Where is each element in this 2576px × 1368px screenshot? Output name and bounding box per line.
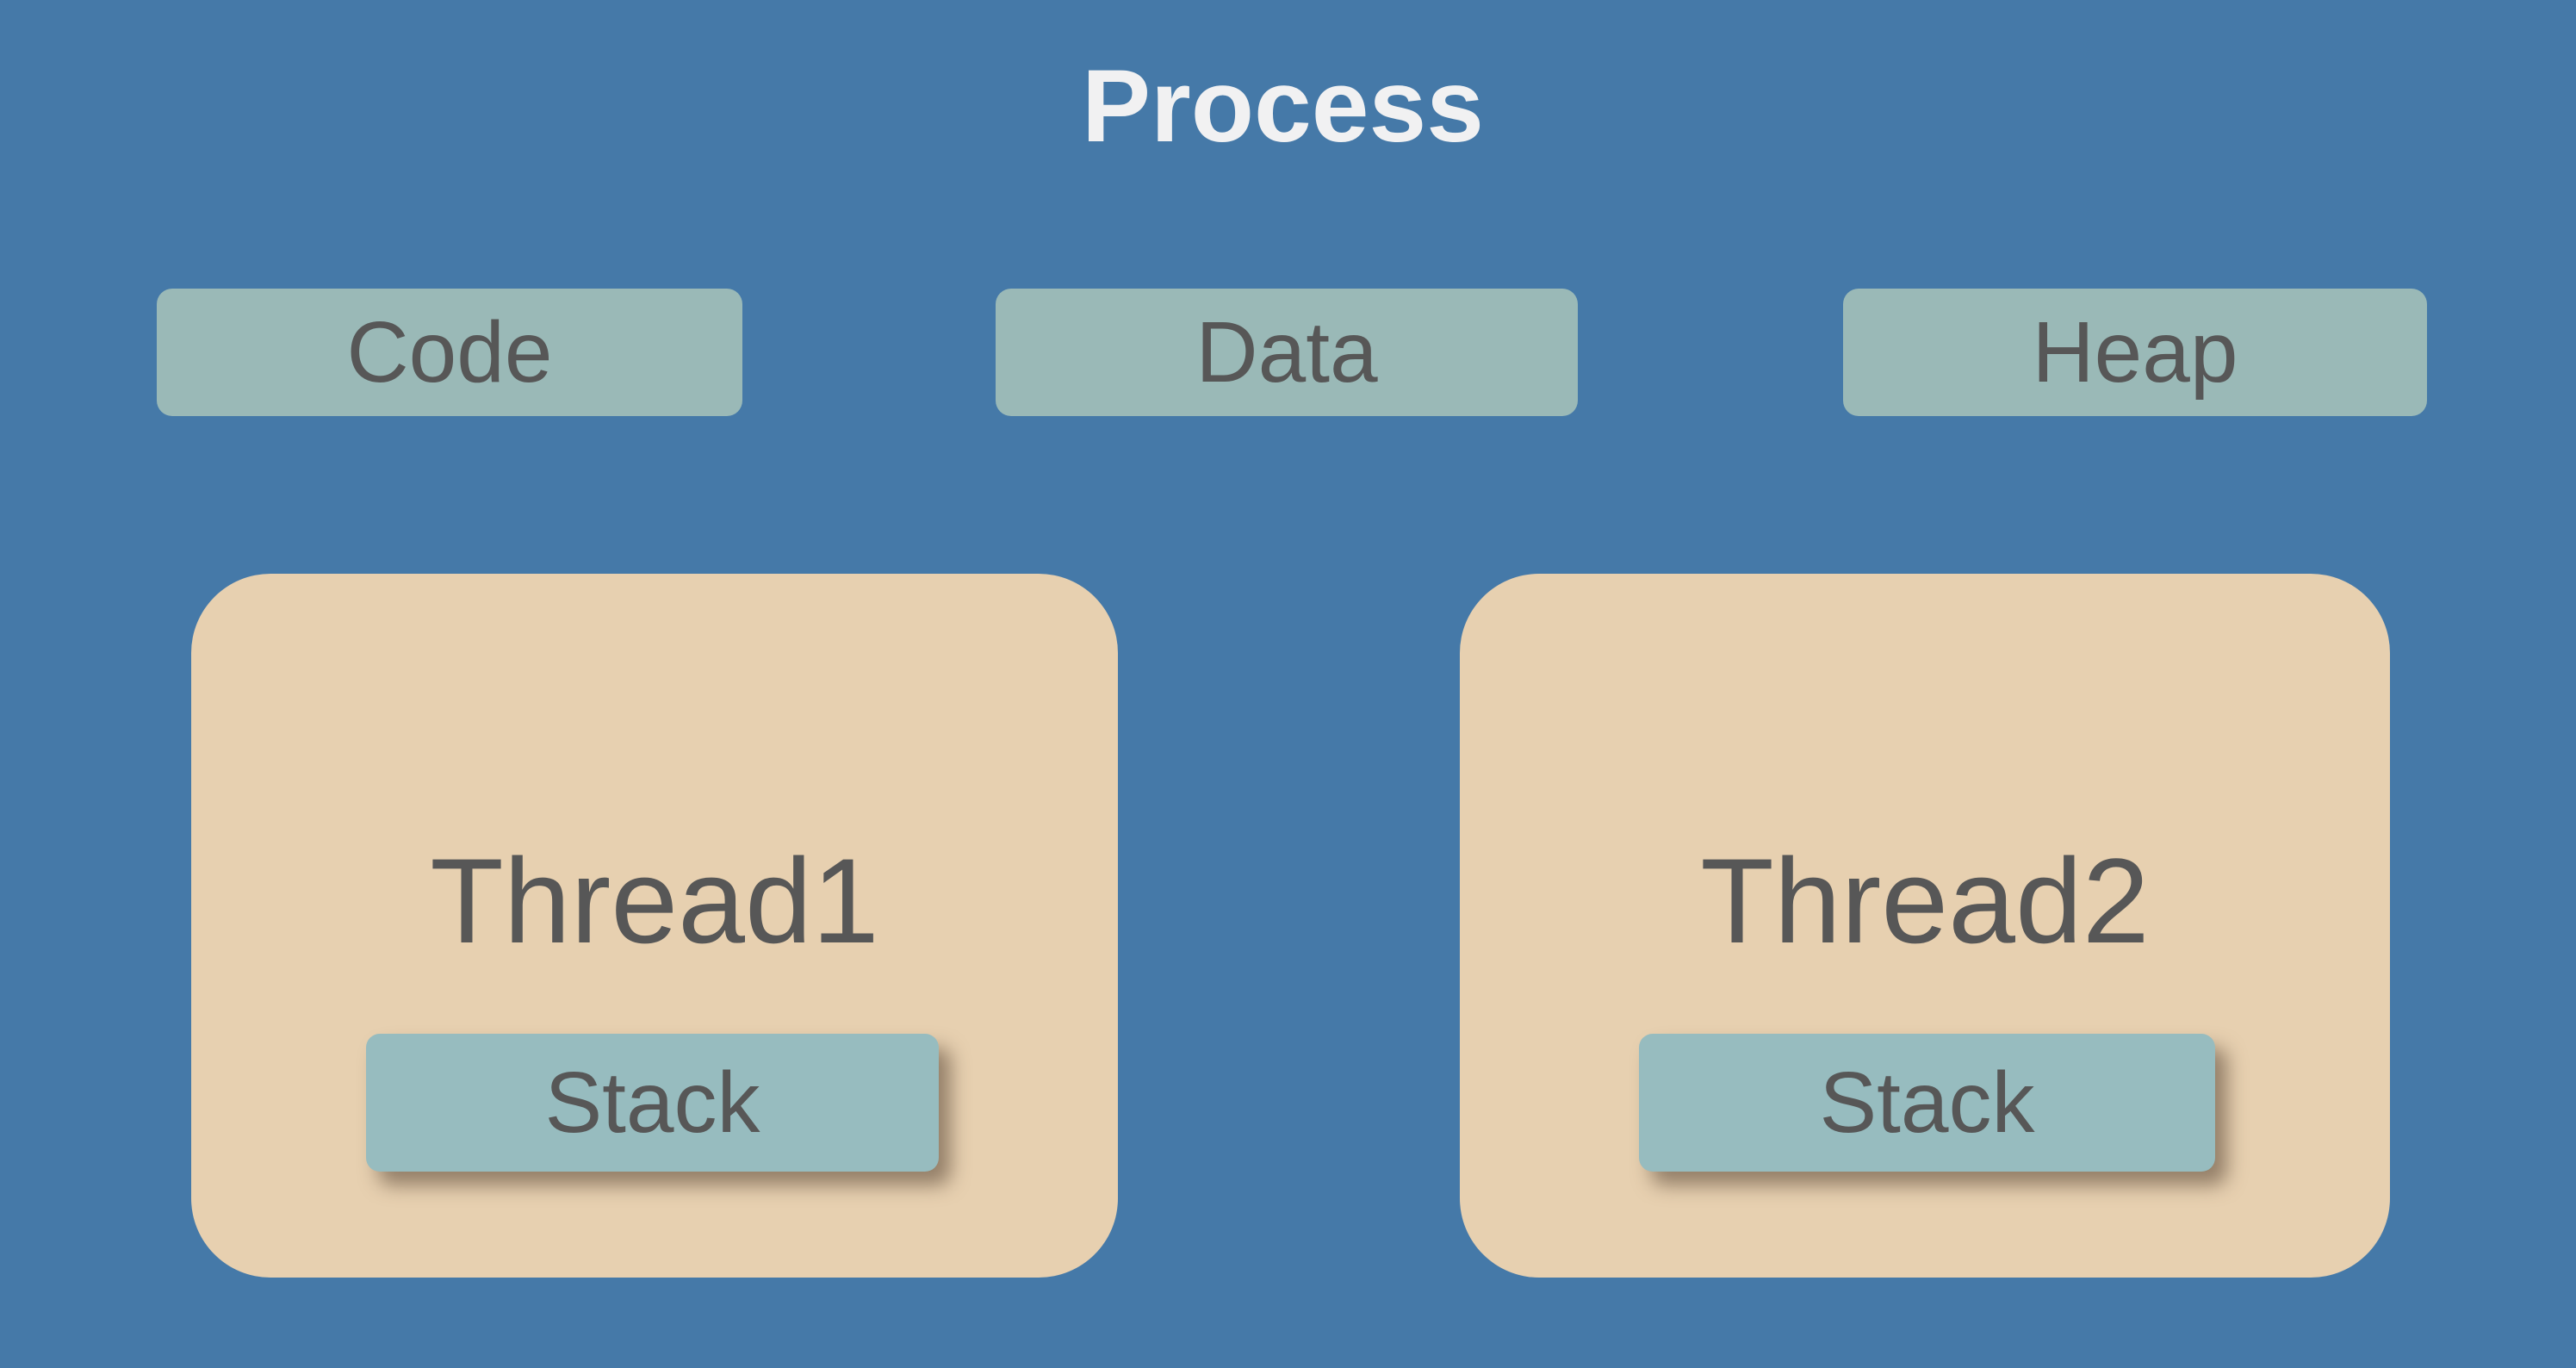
process-title: Process: [1082, 48, 1484, 164]
thread2-stack-label: Stack: [1819, 1054, 2035, 1151]
thread2-label: Thread2: [1700, 833, 2150, 968]
code-box: Code: [157, 289, 742, 416]
data-box: Data: [996, 289, 1578, 416]
heap-label: Heap: [2032, 303, 2238, 401]
thread1-stack-label: Stack: [544, 1054, 760, 1151]
thread2-box: Thread2 Stack: [1460, 574, 2390, 1278]
code-label: Code: [346, 303, 553, 401]
thread1-label: Thread1: [430, 833, 879, 968]
thread1-stack-box: Stack: [366, 1034, 939, 1172]
heap-box: Heap: [1843, 289, 2427, 416]
data-label: Data: [1195, 303, 1378, 401]
thread1-box: Thread1 Stack: [191, 574, 1118, 1278]
thread2-stack-box: Stack: [1639, 1034, 2215, 1172]
